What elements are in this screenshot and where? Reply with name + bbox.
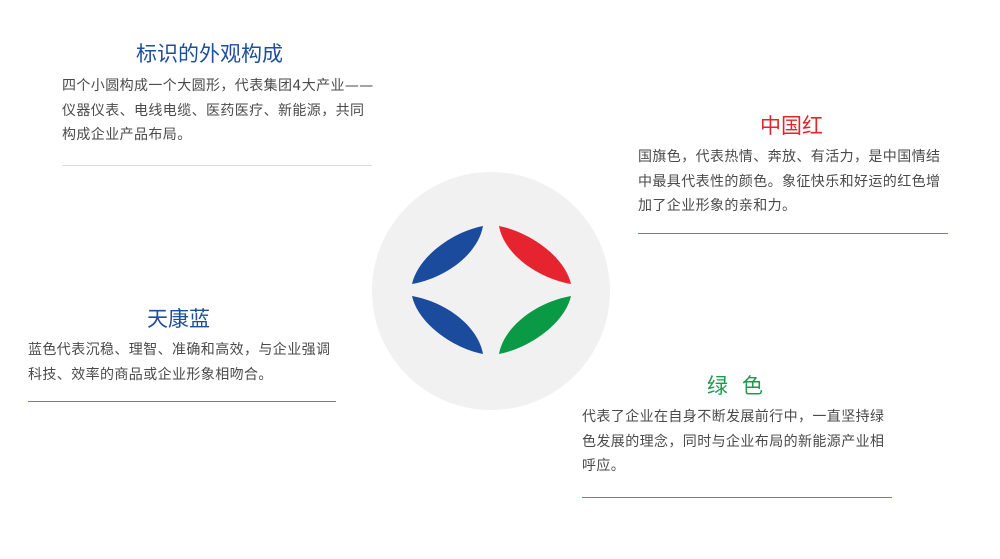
- logo-green-petal: [499, 296, 571, 354]
- green-title: 绿色: [707, 374, 777, 398]
- china-red-section: 中国红 国旗色，代表热情、奔放、有活力，是中国情结中最具代表性的颜色。象征快乐和…: [638, 112, 950, 237]
- china-red-description: 国旗色，代表热情、奔放、有活力，是中国情结中最具代表性的颜色。象征快乐和好运的红…: [638, 149, 941, 214]
- tiankang-blue-title: 天康蓝: [147, 307, 210, 331]
- appearance-divider: [62, 165, 372, 166]
- logo-blue-petal-bottom: [412, 296, 483, 354]
- green-divider: [582, 497, 892, 498]
- logo-background-circle: [372, 172, 610, 410]
- appearance-title: 标识的外观构成: [136, 42, 283, 66]
- appearance-section: 标识的外观构成 四个小圆构成一个大圆形，代表集团4大产业——仪器仪表、电线电缆、…: [62, 40, 374, 170]
- appearance-description: 四个小圆构成一个大圆形，代表集团4大产业——仪器仪表、电线电缆、医药医疗、新能源…: [62, 78, 374, 143]
- tiankang-blue-section: 天康蓝 蓝色代表沉稳、理智、准确和高效，与企业强调科技、效率的商品或企业形象相吻…: [28, 305, 340, 405]
- tiankang-blue-divider: [28, 401, 336, 402]
- green-section: 绿色 代表了企业在自身不断发展前行中，一直坚持绿色发展的理念，同时与企业布局的新…: [582, 372, 894, 502]
- logo-red-petal: [499, 226, 571, 284]
- tiankang-blue-description: 蓝色代表沉稳、理智、准确和高效，与企业强调科技、效率的商品或企业形象相吻合。: [28, 342, 331, 383]
- logo-blue-petal-top: [412, 226, 483, 284]
- china-red-title: 中国红: [760, 114, 823, 138]
- green-description: 代表了企业在自身不断发展前行中，一直坚持绿色发展的理念，同时与企业布局的新能源产…: [582, 409, 885, 474]
- company-logo: [372, 172, 610, 410]
- china-red-divider: [638, 233, 948, 234]
